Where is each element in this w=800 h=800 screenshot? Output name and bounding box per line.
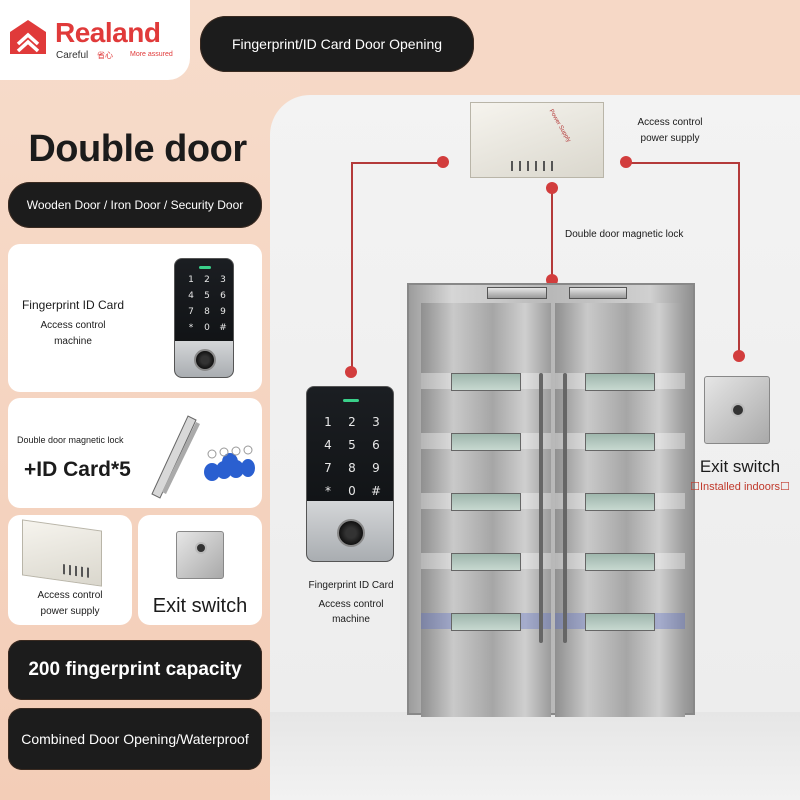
brand-tagline: Careful: [56, 50, 89, 61]
keypad-key: 5: [204, 291, 210, 301]
double-door: [407, 283, 695, 717]
door-types-banner: Wooden Door / Iron Door / Security Door: [8, 182, 262, 228]
fingerprint-card-title: Fingerprint ID Card: [21, 298, 125, 312]
id-card-count-label: +ID Card*5: [24, 458, 131, 481]
magnetic-lock-left-icon: [487, 287, 547, 299]
status-led-icon: [199, 266, 211, 269]
header-banner: Fingerprint/ID Card Door Opening: [200, 16, 474, 72]
exit-switch-image: [176, 531, 224, 579]
status-led-icon: [343, 399, 359, 402]
fingerprint-device-card: Fingerprint ID Card Access control machi…: [8, 244, 262, 392]
door-types-label: Wooden Door / Iron Door / Security Door: [26, 198, 244, 212]
capacity-banner: 200 fingerprint capacity: [8, 640, 262, 700]
psu-card-subtitle: power supply: [40, 606, 100, 617]
keypad-key: 4: [324, 438, 332, 452]
magnetic-lock-icon: [151, 415, 255, 499]
magnetic-lock-right-icon: [569, 287, 627, 299]
psu-card-title: Access control: [37, 590, 103, 601]
brand-tagline-cn: 省心: [97, 51, 113, 60]
keypad-key: *: [188, 323, 194, 333]
keypad-key: 5: [348, 438, 356, 452]
keypad-key: 7: [324, 461, 332, 475]
fingerprint-card-subtitle-2: machine: [54, 336, 92, 347]
connection-dot-icon: [345, 366, 357, 378]
connection-dot-icon: [733, 350, 745, 362]
wire: [352, 162, 444, 164]
connection-dot-icon: [546, 182, 558, 194]
keypad-key: 1: [324, 415, 332, 429]
wire: [351, 162, 353, 372]
keypad-key: 8: [348, 461, 356, 475]
right-door-leaf: [555, 303, 685, 717]
capacity-label: 200 fingerprint capacity: [28, 659, 242, 680]
diagram-device-label-2: Access control: [318, 599, 384, 610]
keypad-key: 6: [372, 438, 380, 452]
keypad-key: #: [219, 323, 227, 333]
keypad-key: 6: [220, 291, 226, 301]
diagram-device-label-3: machine: [332, 614, 370, 625]
installation-note: ☐Installed indoors☐: [690, 481, 790, 493]
fingerprint-sensor-icon: [337, 519, 365, 547]
keypad-key: 4: [188, 291, 194, 301]
brand-name: Realand: [55, 17, 161, 48]
keypad-key: 7: [188, 307, 194, 317]
keypad-key: 1: [188, 275, 194, 285]
keypad-key: #: [370, 484, 382, 498]
keypad-key: 2: [204, 275, 210, 285]
connection-dot-icon: [620, 156, 632, 168]
maglock-card-title: Double door magnetic lock: [17, 435, 124, 445]
keypad-key: 8: [204, 307, 210, 317]
magnetic-lock-card: Double door magnetic lock +ID Card*5: [8, 398, 262, 508]
keypad-key: 9: [372, 461, 380, 475]
keypad-key: 3: [372, 415, 380, 429]
page-title: Double door: [28, 128, 247, 170]
realand-logo-icon: [10, 20, 46, 54]
keypad-key: 0: [204, 323, 210, 333]
door-handle-icon: [563, 373, 567, 643]
diagram-maglock-label: Double door magnetic lock: [565, 229, 684, 240]
connection-dot-icon: [437, 156, 449, 168]
diagram-keypad-device: 1 2 3 4 5 6 7 8 9 * 0 #: [306, 386, 394, 562]
fingerprint-card-subtitle: Access control: [40, 320, 106, 331]
wire: [626, 162, 739, 164]
left-door-leaf: [421, 303, 551, 717]
exit-switch-card-title: Exit switch: [152, 595, 248, 617]
diagram-psu-label: Access control: [637, 117, 703, 128]
wire: [551, 188, 553, 280]
header-label: Fingerprint/ID Card Door Opening: [231, 36, 443, 52]
keypad-key: *: [325, 484, 331, 498]
diagram-exit-switch: [704, 376, 770, 444]
keypad-key: 2: [348, 415, 356, 429]
diagram-device-label: Fingerprint ID Card: [308, 580, 394, 591]
diagram-power-supply: Power Supply: [470, 102, 604, 178]
keypad-key: 0: [348, 484, 356, 498]
door-handle-icon: [539, 373, 543, 643]
diagram-exit-label: Exit switch: [699, 457, 781, 476]
keypad-key: 9: [220, 307, 226, 317]
power-supply-image: [22, 519, 102, 587]
fingerprint-sensor-icon: [194, 349, 216, 371]
power-supply-card: Access control power supply: [8, 515, 132, 625]
psu-box-label: Power Supply: [547, 108, 572, 144]
diagram-psu-label-2: power supply: [640, 133, 700, 144]
floor: [270, 712, 800, 800]
feature-banner: Combined Door Opening/Waterproof: [8, 708, 262, 770]
feature-label: Combined Door Opening/Waterproof: [21, 731, 249, 747]
keypad-key: 3: [220, 275, 226, 285]
wire: [738, 162, 740, 356]
exit-switch-card: Exit switch: [138, 515, 262, 625]
brand-tagline-secondary: More assured: [130, 51, 173, 58]
